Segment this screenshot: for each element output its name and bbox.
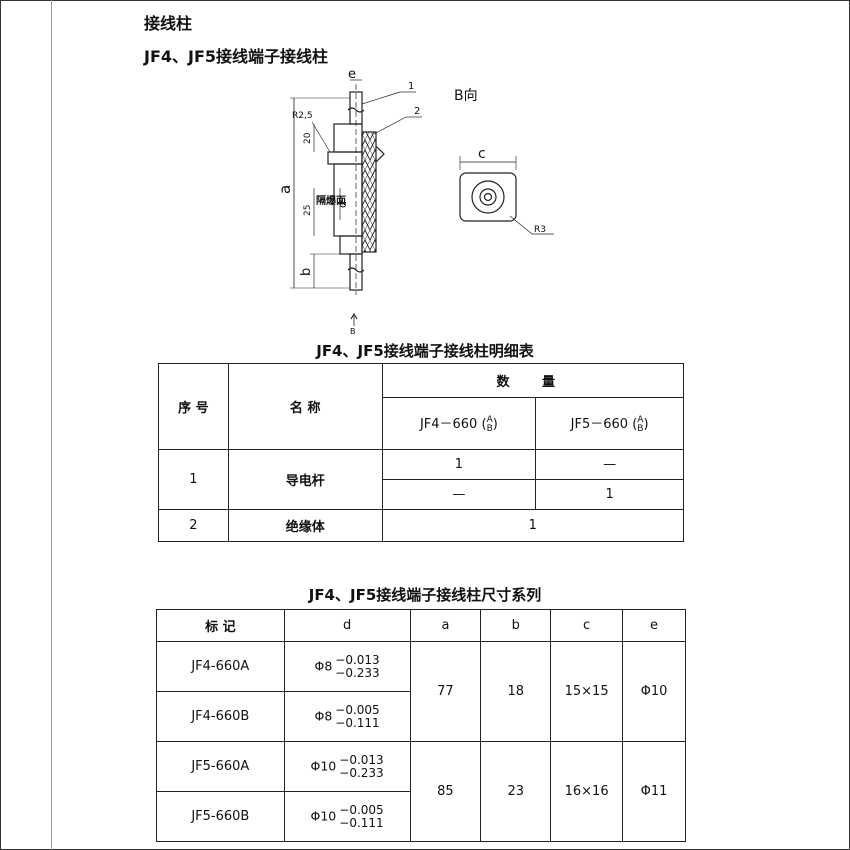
header-c: c <box>550 609 624 642</box>
size-table-caption: JF4、JF5接线端子接线柱尺寸系列 <box>308 586 542 604</box>
table-row: JF5-660A Φ10−0.013−0.233 85 23 16×16 Φ11 <box>156 741 686 842</box>
label-r25: R2,5 <box>292 111 313 121</box>
label-a: a <box>276 185 294 194</box>
e-cell: Φ11 <box>622 741 686 842</box>
d-cell: Φ8−0.013−0.233 <box>283 641 411 692</box>
size-table: 标 记 d a b c e JF4-660A Φ8−0.013−0.233 77… <box>156 609 686 842</box>
a-cell: 85 <box>409 741 482 842</box>
label-25: 25 <box>303 205 313 216</box>
row-no: 2 <box>158 509 229 542</box>
table-row: 1 导电杆 1 — <box>158 449 684 510</box>
mark-cell: JF4-660A <box>156 641 285 692</box>
label-20: 20 <box>303 132 313 144</box>
qty-cell: 1 <box>535 479 684 510</box>
header-b: b <box>480 609 552 642</box>
row-name: 导电杆 <box>227 449 383 510</box>
label-b-view: B向 <box>454 88 478 104</box>
c-cell: 15×15 <box>550 641 624 742</box>
c-cell: 16×16 <box>550 741 624 842</box>
col-qty-header: 数 量 <box>381 363 685 398</box>
section-subheading: JF4、JF5接线端子接线柱 <box>144 47 329 66</box>
table-row: 2 绝缘体 1 <box>158 509 685 542</box>
d-cell: Φ8−0.005−0.111 <box>283 691 411 742</box>
b-cell: 18 <box>480 641 552 742</box>
binding-margin-line <box>51 0 52 850</box>
qty-cell: 1 <box>381 509 685 542</box>
qty-cell: — <box>535 449 684 480</box>
col-no-header: 序 号 <box>158 363 229 450</box>
mark-cell: JF4-660B <box>156 691 285 742</box>
e-cell: Φ10 <box>622 641 686 742</box>
label-b: b <box>299 268 314 276</box>
section-heading: 接线柱 <box>144 14 193 33</box>
detail-table-caption: JF4、JF5接线端子接线柱明细表 <box>316 342 534 360</box>
label-flameproof-surface: 隔爆面 <box>316 194 346 207</box>
mark-cell: JF5-660B <box>156 791 285 842</box>
row-name: 绝缘体 <box>227 509 383 542</box>
terminal-post-drawing: e 1 2 B向 R2,5 20 a 25 隔爆面 d b c R3 B <box>276 70 554 335</box>
table-row: JF5-660B Φ10−0.005−0.111 <box>156 791 686 842</box>
mark-cell: JF5-660A <box>156 741 285 792</box>
header-e: e <box>622 609 686 642</box>
qty-cell: 1 <box>381 449 537 480</box>
a-cell: 77 <box>409 641 482 742</box>
header-a: a <box>409 609 482 642</box>
col-name-header: 名 称 <box>227 363 383 450</box>
qty-cell: — <box>381 479 537 510</box>
d-cell: Φ10−0.013−0.233 <box>283 741 411 792</box>
header-mark: 标 记 <box>156 609 285 642</box>
label-1: 1 <box>408 81 414 92</box>
d-cell: Φ10−0.005−0.111 <box>283 791 411 842</box>
b-cell: 23 <box>480 741 552 842</box>
label-d: d <box>336 201 349 208</box>
label-b-arrow: B <box>350 327 356 335</box>
header-d: d <box>283 609 411 642</box>
table-row: JF4-660A Φ8−0.013−0.233 77 18 15×15 Φ10 <box>156 641 686 742</box>
label-c: c <box>478 146 486 162</box>
label-e: e <box>348 70 356 82</box>
row-no: 1 <box>158 449 229 510</box>
label-2: 2 <box>414 106 420 117</box>
label-r3: R3 <box>534 225 546 235</box>
